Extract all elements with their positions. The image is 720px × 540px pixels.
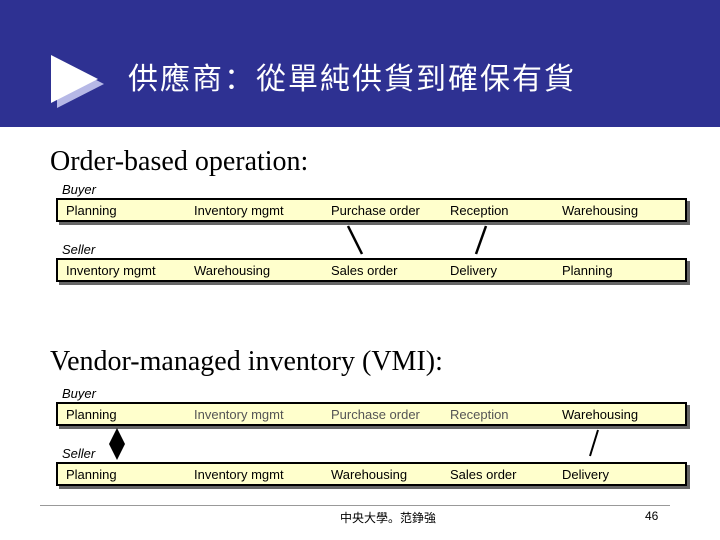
step-cell: Inventory mgmt [66,263,156,278]
footer-divider [40,505,670,506]
slide-title: 供應商：從單純供貨到確保有貨 [128,62,576,97]
order-buyer-row: Planning Inventory mgmt Purchase order R… [56,198,687,222]
step-cell: Warehousing [331,467,408,482]
vmi-seller-row: Planning Inventory mgmt Warehousing Sale… [56,462,687,486]
play-arrow-icon [51,55,104,108]
step-cell: Purchase order [331,407,420,422]
step-cell: Reception [450,203,509,218]
slide-header [0,0,720,127]
step-cell: Planning [66,407,117,422]
vmi-buyer-row: Planning Inventory mgmt Purchase order R… [56,402,687,426]
delivery-to-reception-link [474,225,488,255]
step-cell: Planning [562,263,613,278]
step-cell: Sales order [450,467,517,482]
step-cell: Delivery [450,263,497,278]
order-seller-row: Inventory mgmt Warehousing Sales order D… [56,258,687,282]
step-cell: Warehousing [562,407,639,422]
step-cell: Inventory mgmt [194,203,284,218]
vmi-seller-label: Seller [62,446,96,461]
step-cell: Purchase order [331,203,420,218]
page-number: 46 [645,509,659,523]
step-cell: Warehousing [194,263,271,278]
purchase-to-sales-link [346,225,364,255]
vmi-buyer-label: Buyer [62,386,96,401]
step-cell: Delivery [562,467,609,482]
vmi-heading: Vendor-managed inventory (VMI): [50,346,443,377]
step-cell: Inventory mgmt [194,467,284,482]
order-buyer-label: Buyer [62,182,96,197]
step-cell: Inventory mgmt [194,407,284,422]
delivery-to-warehousing-link [589,429,599,457]
step-cell: Planning [66,467,117,482]
step-cell: Sales order [331,263,398,278]
step-cell: Warehousing [562,203,639,218]
footer-author: 中央大學。范錚強 [340,511,437,525]
order-seller-label: Seller [62,242,96,257]
step-cell: Planning [66,203,117,218]
order-based-heading: Order-based operation: [50,146,309,177]
step-cell: Reception [450,407,509,422]
